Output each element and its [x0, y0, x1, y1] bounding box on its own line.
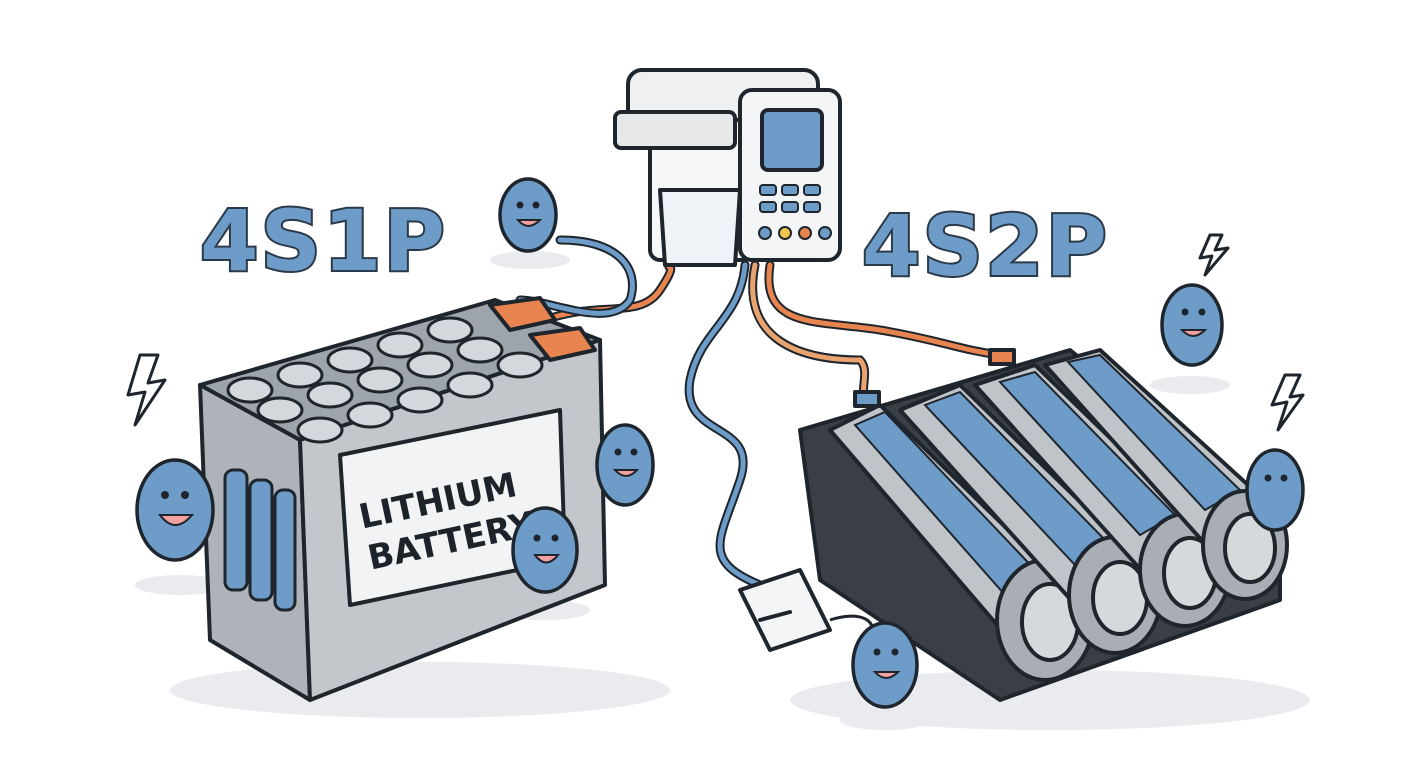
- cell-tops: [226, 316, 544, 444]
- creature-mascot: [135, 458, 215, 562]
- lightning-icons: [126, 233, 1305, 432]
- creature-faces: [161, 201, 1288, 656]
- creature-mascot: [498, 177, 558, 253]
- lightning-icon: [126, 353, 167, 427]
- creatures: [135, 177, 1305, 709]
- lithium-battery-4s1p: LITHIUM BATTERY: [198, 296, 607, 702]
- creature-mascot: [1245, 448, 1305, 532]
- config-label-4s2p: 4S2P: [862, 197, 1109, 295]
- creature-mascot: [851, 621, 919, 709]
- lightning-icon: [1270, 373, 1305, 432]
- charger-device: [613, 68, 842, 267]
- lightning-icon: [1198, 233, 1230, 277]
- cylinder-cells: [828, 348, 1289, 682]
- creature-mascot: [1160, 283, 1224, 367]
- battery-pack-4s2p: [798, 348, 1289, 702]
- config-label-4s1p: 4S1P: [200, 192, 447, 290]
- cables: [515, 235, 1005, 590]
- creature-mascot: [595, 423, 655, 507]
- creature-mascot: [511, 506, 579, 594]
